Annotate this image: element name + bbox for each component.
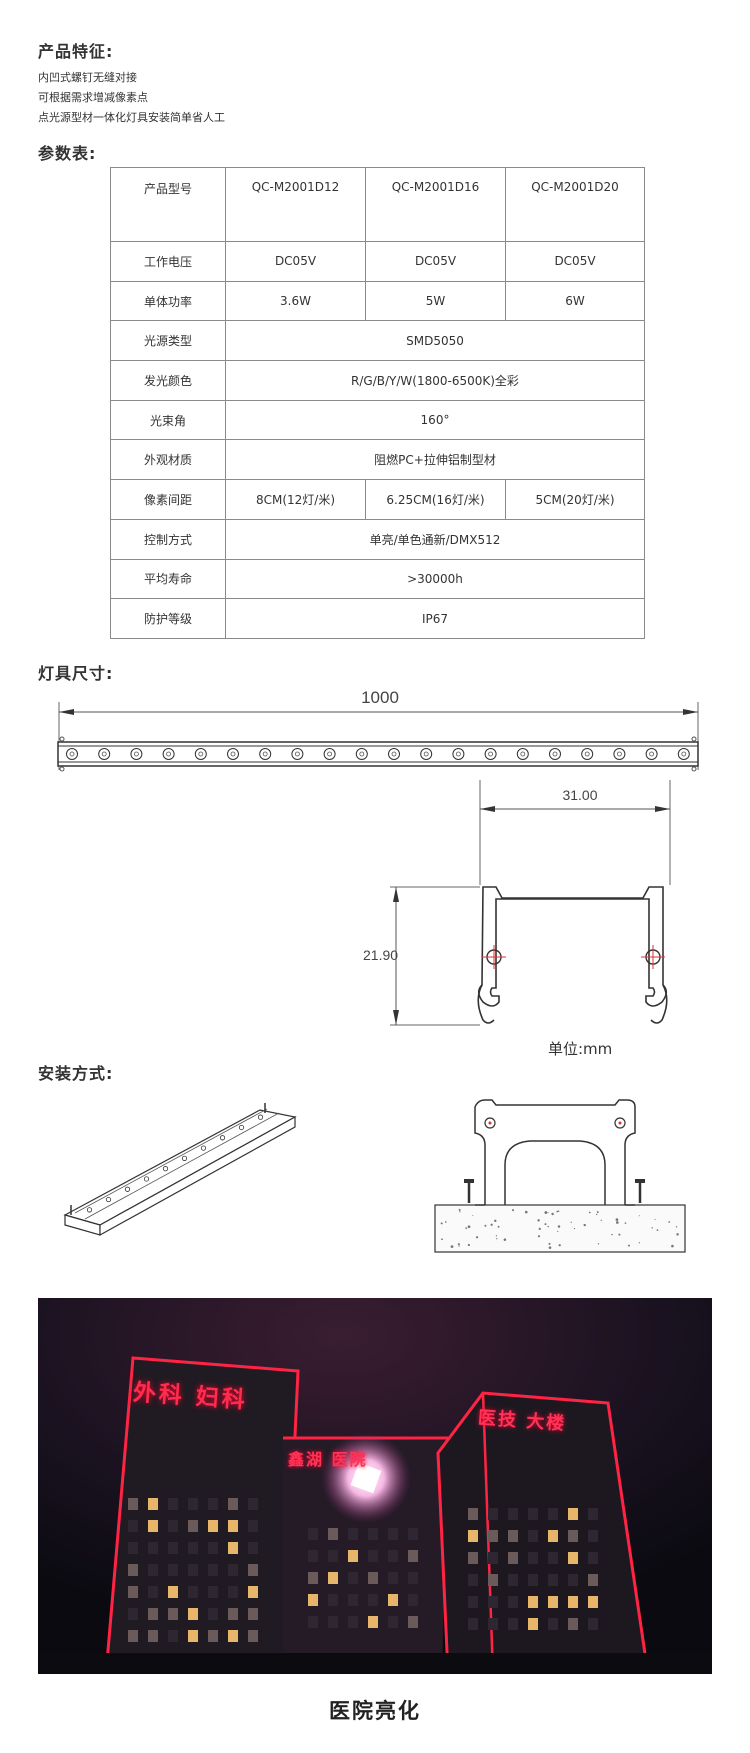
table-cell: 6.25CM(16灯/米) [365, 479, 506, 520]
led-bead [219, 1135, 226, 1141]
height-label: 21.90 [363, 947, 399, 963]
table-header-cell: QC-M2001D20 [505, 167, 645, 242]
led-bead [66, 748, 78, 760]
dimensions-heading: 灯具尺寸: [38, 664, 114, 683]
table-cell: 5W [365, 280, 506, 322]
led-bead [194, 748, 207, 760]
table-row: 平均寿命 >30000h [110, 558, 645, 600]
features-heading: 产品特征: [38, 42, 114, 61]
row-label: 光源类型 [110, 320, 226, 362]
concrete-texture [440, 1208, 679, 1249]
row-label: 平均寿命 [110, 558, 226, 600]
table-cell: DC05V [225, 241, 366, 282]
led-bead [200, 1145, 207, 1151]
install-section-drawing [434, 1099, 686, 1253]
row-label: 控制方式 [110, 518, 226, 560]
led-bead [257, 1114, 264, 1120]
led-bead [613, 748, 626, 760]
table-row: 防护等级 IP67 [110, 598, 645, 639]
table-cell: IP67 [225, 598, 645, 639]
installation-heading: 安装方式: [38, 1064, 114, 1083]
building-windows [128, 1498, 598, 1642]
cross-section-drawing [390, 780, 671, 1026]
table-cell: 5CM(20灯/米) [505, 479, 645, 520]
table-row: 光束角 160° [110, 399, 645, 441]
led-bead [130, 748, 143, 760]
feature-item: 点光源型材一体化灯具安装简单省人工 [38, 111, 225, 124]
led-bead [388, 748, 400, 760]
led-bead [98, 748, 111, 760]
row-label: 光束角 [110, 399, 226, 441]
led-bead [162, 748, 175, 760]
table-cell: 3.6W [225, 280, 366, 322]
sign-text: 鑫湖 医院 [288, 1450, 368, 1469]
led-beads [86, 1114, 264, 1213]
led-bead [143, 1176, 150, 1182]
row-label: 工作电压 [110, 241, 226, 282]
table-cell: SMD5050 [225, 320, 645, 362]
feature-item: 可根据需求增减像素点 [38, 91, 148, 104]
row-label: 单体功率 [110, 280, 226, 322]
led-bead [645, 748, 658, 760]
led-bead [323, 748, 336, 760]
led-bead [516, 748, 529, 760]
params-heading: 参数表: [38, 144, 97, 163]
table-header-row: 产品型号 QC-M2001D12 QC-M2001D16 QC-M2001D20 [110, 167, 645, 242]
led-bead [86, 1207, 93, 1213]
night-building-scene [38, 1298, 712, 1674]
table-row: 光源类型 SMD5050 [110, 320, 645, 362]
led-bead [238, 1124, 245, 1131]
table-cell: 6W [505, 280, 645, 322]
install-perspective-drawing [63, 1103, 297, 1237]
table-cell: DC05V [365, 241, 506, 282]
led-bead [355, 748, 368, 760]
table-cell: >30000h [225, 558, 645, 600]
table-cell: 阻燃PC+拉伸铝制型材 [225, 439, 645, 481]
table-header-cell: QC-M2001D12 [225, 167, 366, 242]
row-label: 像素间距 [110, 479, 226, 520]
width-label: 31.00 [562, 787, 598, 803]
hospital-lighting-photo: 外科 妇科 鑫湖 医院 医技 大楼 [38, 1298, 712, 1674]
led-bead [420, 748, 433, 760]
feature-item: 内凹式螺钉无缝对接 [38, 71, 137, 84]
led-bead [484, 748, 497, 760]
led-bead [677, 748, 690, 760]
spec-table: 产品型号 QC-M2001D12 QC-M2001D16 QC-M2001D20… [110, 167, 645, 639]
table-header-cell: QC-M2001D16 [365, 167, 506, 242]
table-cell: 8CM(12灯/米) [225, 479, 366, 520]
led-bead [162, 1166, 169, 1172]
features-list: 内凹式螺钉无缝对接 可根据需求增减像素点 点光源型材一体化灯具安装简单省人工 [38, 68, 225, 128]
length-label: 1000 [361, 688, 399, 707]
table-cell: 160° [225, 399, 645, 441]
led-beads [66, 748, 690, 760]
table-row: 外观材质 阻燃PC+拉伸铝制型材 [110, 439, 645, 481]
row-label: 发光颜色 [110, 360, 226, 401]
led-bead [181, 1155, 188, 1161]
table-cell: DC05V [505, 241, 645, 282]
unit-label: 单位:mm [548, 1040, 613, 1058]
led-bead [124, 1186, 131, 1192]
row-label: 外观材质 [110, 439, 226, 481]
photo-caption: 医院亮化 [329, 1699, 421, 1723]
table-cell: R/G/B/Y/W(1800-6500K)全彩 [225, 360, 645, 401]
table-cell: 单亮/单色通新/DMX512 [225, 518, 645, 560]
led-bead [581, 748, 594, 760]
led-bead [227, 748, 239, 760]
led-bead [291, 748, 304, 760]
led-bead [452, 748, 465, 760]
length-drawing [57, 702, 699, 772]
led-bead [549, 748, 561, 760]
table-row: 像素间距 8CM(12灯/米) 6.25CM(16灯/米) 5CM(20灯/米) [110, 479, 645, 520]
table-row: 发光颜色 R/G/B/Y/W(1800-6500K)全彩 [110, 360, 645, 401]
led-bead [259, 748, 272, 760]
row-label: 防护等级 [110, 598, 226, 639]
table-header-cell: 产品型号 [110, 167, 226, 242]
table-row: 控制方式 单亮/单色通新/DMX512 [110, 518, 645, 560]
led-bead [105, 1196, 112, 1203]
table-row: 单体功率 3.6W 5W 6W [110, 280, 645, 322]
table-row: 工作电压 DC05V DC05V DC05V [110, 241, 645, 282]
